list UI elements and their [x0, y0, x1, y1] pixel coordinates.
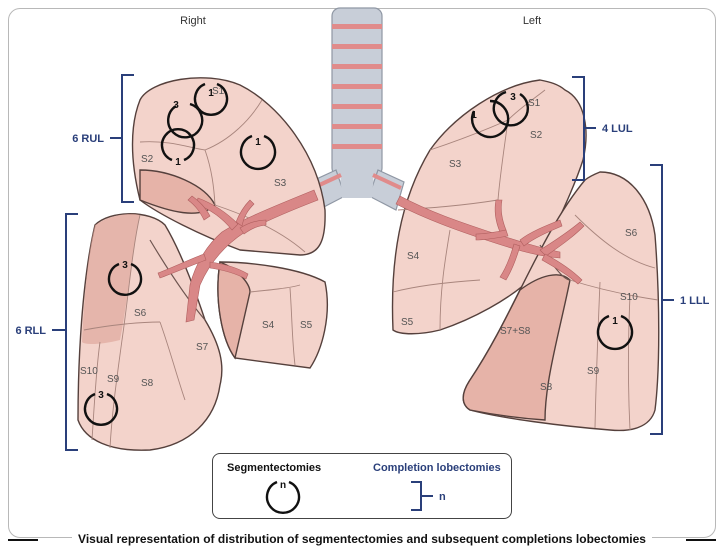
segmentectomy-circle	[470, 99, 510, 139]
caption-rule-right	[686, 539, 716, 541]
count-rul-s1: 1	[208, 88, 214, 99]
right-middle-lobe	[217, 261, 328, 369]
segment-label-rul-s2: S2	[141, 154, 154, 165]
segment-label-rll-s10: S10	[80, 366, 98, 377]
segment-label-rul-s3: S3	[274, 178, 287, 189]
segmentectomy-circle	[596, 314, 634, 351]
legend-symbols: n n	[265, 480, 446, 514]
right-side-title: Right	[180, 15, 206, 27]
count-lul-s1s2-b: 3	[510, 92, 516, 103]
completion-brackets: 6 RUL 6 RLL 4 LUL 1 LLL	[15, 74, 710, 451]
bracket-label-rll: 6 RLL	[15, 325, 46, 337]
legend: Segmentectomies Completion lobectomies n…	[212, 453, 512, 519]
segmentectomy-circle	[193, 82, 229, 116]
count-rul-s1s2: 3	[173, 100, 179, 111]
legend-segmentectomies-title: Segmentectomies	[227, 462, 322, 474]
left-side-title: Left	[523, 15, 541, 27]
bracket-label-lll: 1 LLL	[680, 295, 710, 307]
caption-text: Visual representation of distribution of…	[72, 532, 652, 546]
count-lll-s9s10: 1	[612, 316, 618, 327]
legend-circle-icon	[265, 480, 301, 514]
segment-label-rml-s5: S5	[300, 320, 313, 331]
left-lower-lobe	[462, 171, 660, 432]
segment-label-lll-s10: S10	[620, 292, 638, 303]
segmentectomy-circle	[160, 128, 196, 162]
segmentectomy-circle	[83, 392, 119, 426]
segment-label-lul-s2: S2	[530, 130, 543, 141]
segment-label-lul-s5: S5	[401, 317, 414, 328]
segment-label-lul-s4: S4	[407, 251, 420, 262]
bracket-label-rul: 6 RUL	[72, 133, 104, 145]
legend-bracket-symbol: n	[439, 491, 446, 503]
segmentectomy-circle	[107, 262, 143, 296]
bracket-rll	[65, 213, 78, 451]
legend-circle-symbol: n	[280, 480, 286, 491]
segmentectomy-circle	[239, 134, 277, 171]
segmentectomy-markers: 1 3 1 1 3 3 1 3 1	[83, 82, 634, 426]
segmentectomy-circle	[492, 90, 530, 127]
segment-label-lll-s8: S8	[540, 382, 553, 393]
count-rll-s10: 3	[98, 390, 104, 401]
segment-label-lul-s1: S1	[528, 98, 541, 109]
caption: Visual representation of distribution of…	[0, 530, 724, 548]
segment-label-rll-s7: S7	[196, 342, 209, 353]
legend-completion-title: Completion lobectomies	[373, 462, 501, 474]
count-rul-s3: 1	[255, 137, 261, 148]
count-rul-s2: 1	[175, 157, 181, 168]
segment-label-rll-s9: S9	[107, 374, 120, 385]
count-lul-s1s2-a: 1	[471, 110, 477, 121]
segment-label-lll-s6: S6	[625, 228, 638, 239]
segmentectomy-circle	[166, 102, 204, 139]
count-rll-s6: 3	[122, 260, 128, 271]
segment-label-lll-s9: S9	[587, 366, 600, 377]
bracket-label-lul: 4 LUL	[602, 123, 633, 135]
left-bronchial-tree	[395, 195, 585, 285]
trachea	[309, 7, 405, 211]
segment-label-lul-s3: S3	[449, 159, 462, 170]
segment-label-rll-s8: S8	[141, 378, 154, 389]
right-bronchial-tree	[157, 189, 319, 323]
caption-rule-left	[8, 539, 38, 541]
right-lower-lobe	[77, 213, 223, 451]
segment-label-lll-s7s8: S7+S8	[500, 326, 531, 337]
legend-bracket-icon	[411, 481, 422, 511]
segment-label-rml-s4: S4	[262, 320, 275, 331]
segment-label-rll-s6: S6	[134, 308, 147, 319]
segment-label-rul-s1: S1	[212, 86, 225, 97]
